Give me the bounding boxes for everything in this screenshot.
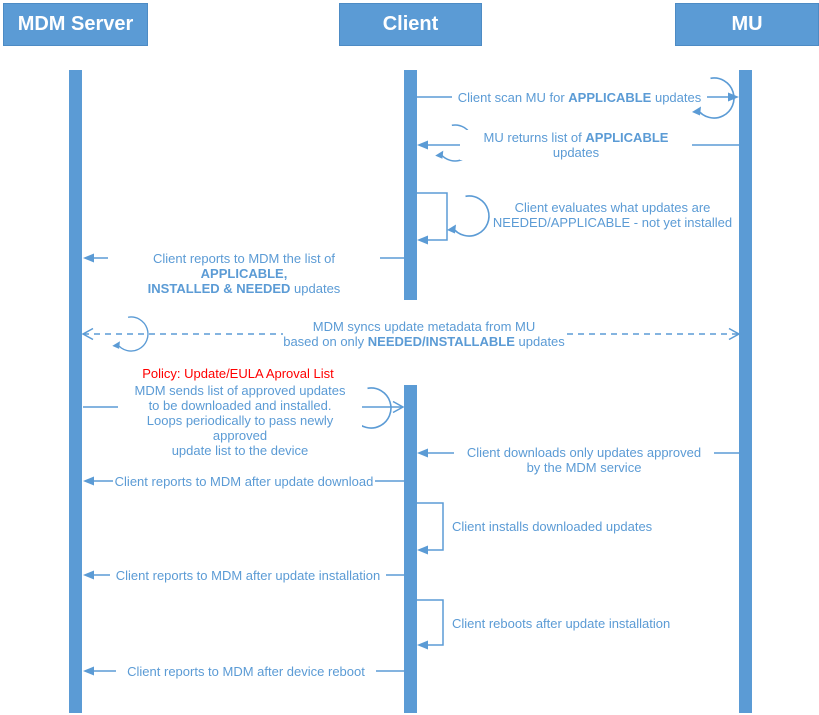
arrow-reboots-self	[417, 599, 444, 650]
label-report-reboot: Client reports to MDM after device reboo…	[116, 664, 376, 679]
label-text: Client evaluates what updates are	[514, 200, 711, 215]
label-text: NEEDED/APPLICABLE - not yet installed	[492, 215, 733, 230]
arrow-sync-dashed	[81, 327, 741, 341]
client-lifeline-bar-2	[404, 385, 417, 713]
actor-mu-label: MU	[731, 13, 763, 35]
actor-client-label: Client	[382, 13, 439, 35]
label-report-download: Client reports to MDM after update downl…	[113, 474, 375, 489]
arrow-installs-self	[417, 502, 444, 555]
actor-mu: MU	[675, 3, 819, 46]
label-text: update list to the device	[171, 443, 309, 458]
label-text: Client scan MU for	[457, 90, 569, 105]
label-text: MDM sends list of approved updates	[134, 383, 346, 398]
label-text: Client installs downloaded updates	[452, 519, 653, 534]
label-installs: Client installs downloaded updates	[452, 519, 662, 534]
policy-text: Policy: Update/EULA Aproval List	[142, 366, 334, 381]
label-text: Client reboots after update installation	[452, 616, 671, 631]
actor-mdm-server: MDM Server	[3, 3, 148, 46]
label-text: Client reports to MDM after update insta…	[115, 568, 381, 583]
label-reports-list: Client reports to MDM the list of APPLIC…	[108, 251, 380, 296]
label-policy: Policy: Update/EULA Aproval List	[138, 366, 338, 381]
label-text: updates	[290, 281, 341, 296]
arrow-evaluates-self	[417, 192, 448, 245]
label-text: MU returns list of	[483, 130, 586, 145]
label-text-bold: APPLICABLE	[568, 90, 652, 105]
label-text: Client reports to MDM the list of	[152, 251, 336, 266]
mdm-lifeline-bar	[69, 70, 82, 713]
label-text-bold: APPLICABLE	[585, 130, 669, 145]
loop-icon	[446, 195, 490, 237]
label-text: updates	[552, 145, 600, 160]
label-text: based on only	[283, 334, 368, 349]
label-text: to be downloaded and installed.	[148, 398, 332, 413]
label-text: Client downloads only updates approved	[466, 445, 702, 460]
client-lifeline-bar-1	[404, 70, 417, 300]
label-report-install: Client reports to MDM after update insta…	[110, 568, 386, 583]
label-text: Client reports to MDM after update downl…	[114, 474, 374, 489]
label-reboots: Client reboots after update installation	[452, 616, 692, 631]
label-text: updates	[651, 90, 702, 105]
mu-lifeline-bar	[739, 70, 752, 713]
label-text: updates	[514, 334, 565, 349]
label-text: MDM syncs update metadata from MU	[312, 319, 536, 334]
actor-mdm-label: MDM Server	[17, 13, 134, 35]
label-text: by the MDM service	[526, 460, 642, 475]
label-text: Client reports to MDM after device reboo…	[127, 664, 365, 679]
label-text-bold: INSTALLED & NEEDED	[147, 281, 291, 296]
label-text-bold: APPLICABLE,	[200, 266, 288, 281]
label-text: Loops periodically to pass newly approve…	[146, 413, 334, 443]
label-text-bold: NEEDED/INSTALLABLE	[367, 334, 515, 349]
actor-client: Client	[339, 3, 482, 46]
label-scan: Client scan MU for APPLICABLE updates	[452, 90, 707, 105]
